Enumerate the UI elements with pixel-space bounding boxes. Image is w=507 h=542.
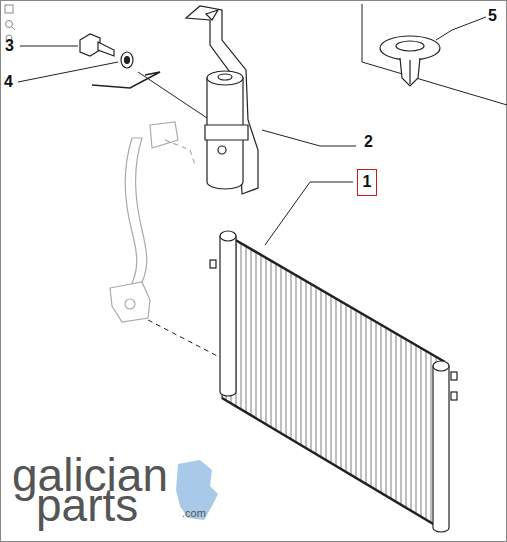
watermark-text: parts — [36, 482, 138, 528]
callout-number: 1 — [362, 174, 372, 190]
highlight-box: 1 — [357, 169, 377, 196]
callout-number: 2 — [364, 134, 373, 150]
bolt-part — [80, 34, 114, 56]
callout-number: 3 — [5, 38, 14, 54]
watermark-text: .com — [182, 508, 206, 519]
condenser-part — [210, 231, 457, 532]
leader-lines — [18, 17, 486, 245]
clip-part — [380, 36, 440, 86]
callout-number: 4 — [4, 74, 13, 90]
pipe-part — [110, 122, 195, 322]
bracket-part — [186, 6, 258, 194]
assembly-line — [148, 320, 225, 360]
drier-part — [205, 71, 248, 189]
callout-number: 5 — [488, 8, 497, 24]
toolbar-icons — [5, 5, 15, 41]
watermark-logo — [176, 460, 218, 520]
washer-part — [121, 52, 133, 68]
assembly-line — [138, 72, 210, 120]
assembly-line — [92, 72, 160, 88]
inset-box — [362, 4, 507, 105]
